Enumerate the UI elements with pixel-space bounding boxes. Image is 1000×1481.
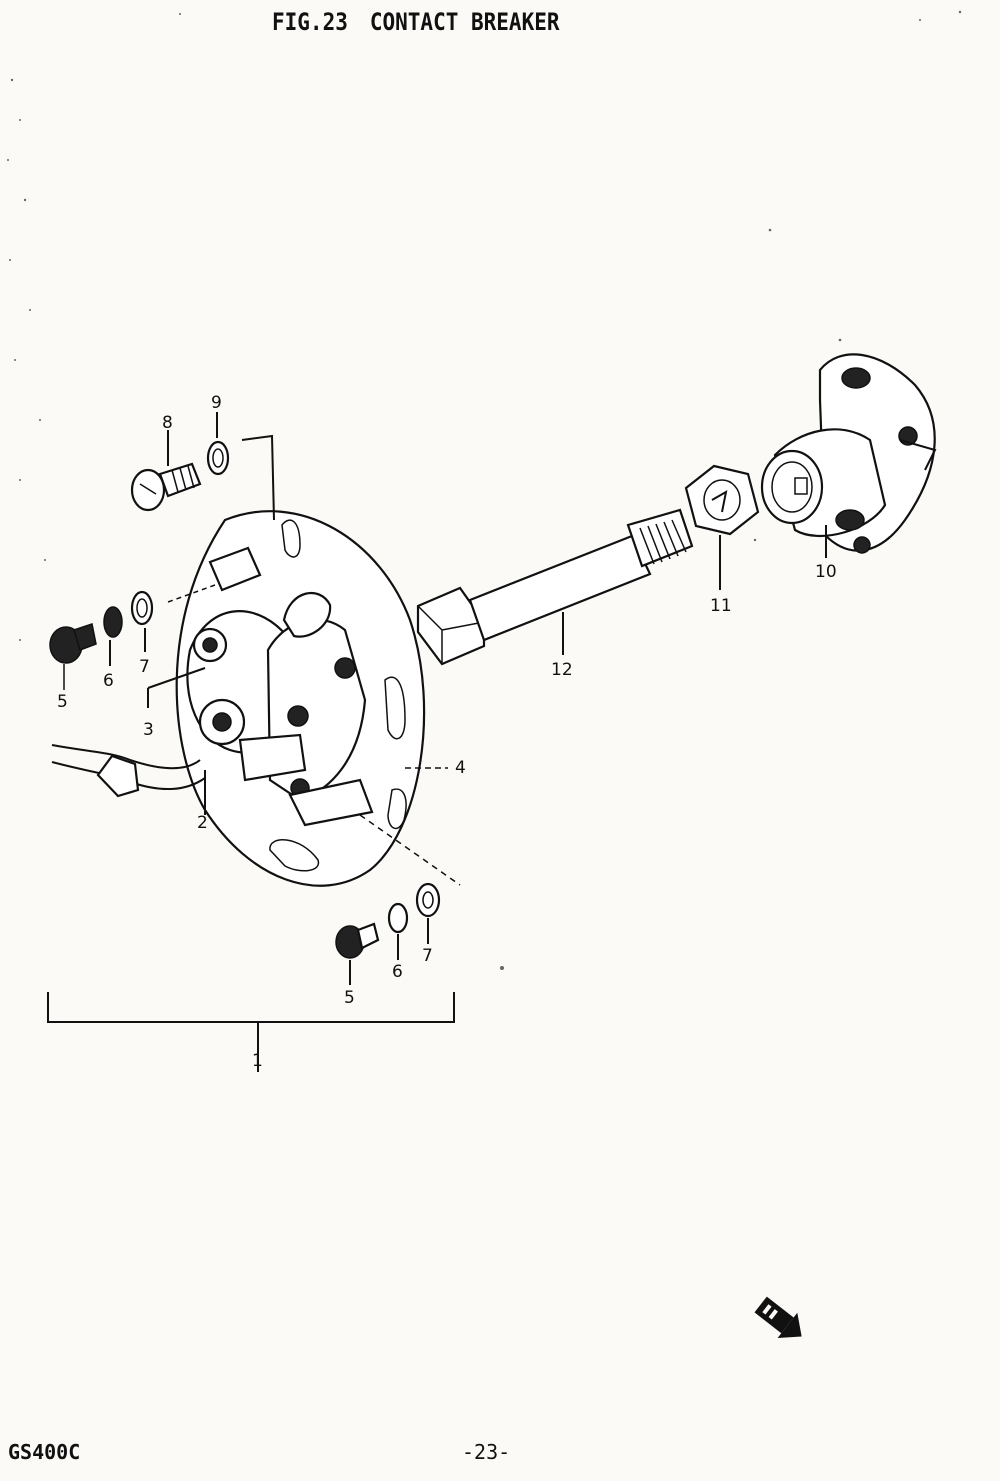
washer-7-left <box>130 590 154 626</box>
page-number: -23- <box>462 1440 511 1464</box>
callout-10: 10 <box>815 562 837 582</box>
callout-5-left: 5 <box>57 692 68 712</box>
nut <box>684 464 760 536</box>
callout-6-left: 6 <box>103 671 114 691</box>
contact-assembly <box>186 546 374 827</box>
lock-washer-6-bottom <box>387 902 409 934</box>
wire-lead <box>51 744 206 798</box>
lock-washer-6-left <box>103 606 123 638</box>
leader-lines <box>63 412 827 985</box>
washer-7-bottom <box>415 882 441 918</box>
callout-7-bottom: 7 <box>422 946 433 966</box>
scan-noise <box>7 10 962 970</box>
callout-1: 1 <box>252 1051 263 1071</box>
figure-name: CONTACT BREAKER <box>369 8 560 36</box>
callout-6-bottom: 6 <box>392 962 403 982</box>
shaft-bolt <box>416 508 694 666</box>
model-code: GS400C <box>8 1440 81 1464</box>
figure-title: FIG.23 CONTACT BREAKER <box>272 8 560 36</box>
direction-arrow-icon <box>754 1296 802 1338</box>
callout-4: 4 <box>455 758 466 778</box>
governor-housing <box>760 353 937 554</box>
callout-2: 2 <box>197 813 208 833</box>
washer-9 <box>206 440 230 476</box>
callout-5-bottom: 5 <box>344 988 355 1008</box>
figure-number: FIG.23 <box>272 8 348 36</box>
screw-5-bottom <box>335 922 380 959</box>
callout-8: 8 <box>162 413 173 433</box>
callout-9: 9 <box>211 393 222 413</box>
screw-8 <box>130 462 202 512</box>
screw-5-left <box>49 623 97 664</box>
assembly-bracket <box>47 992 455 1072</box>
callout-7-left: 7 <box>139 657 150 677</box>
callout-12: 12 <box>551 660 573 680</box>
callout-11: 11 <box>710 596 732 616</box>
callout-3: 3 <box>143 720 154 740</box>
